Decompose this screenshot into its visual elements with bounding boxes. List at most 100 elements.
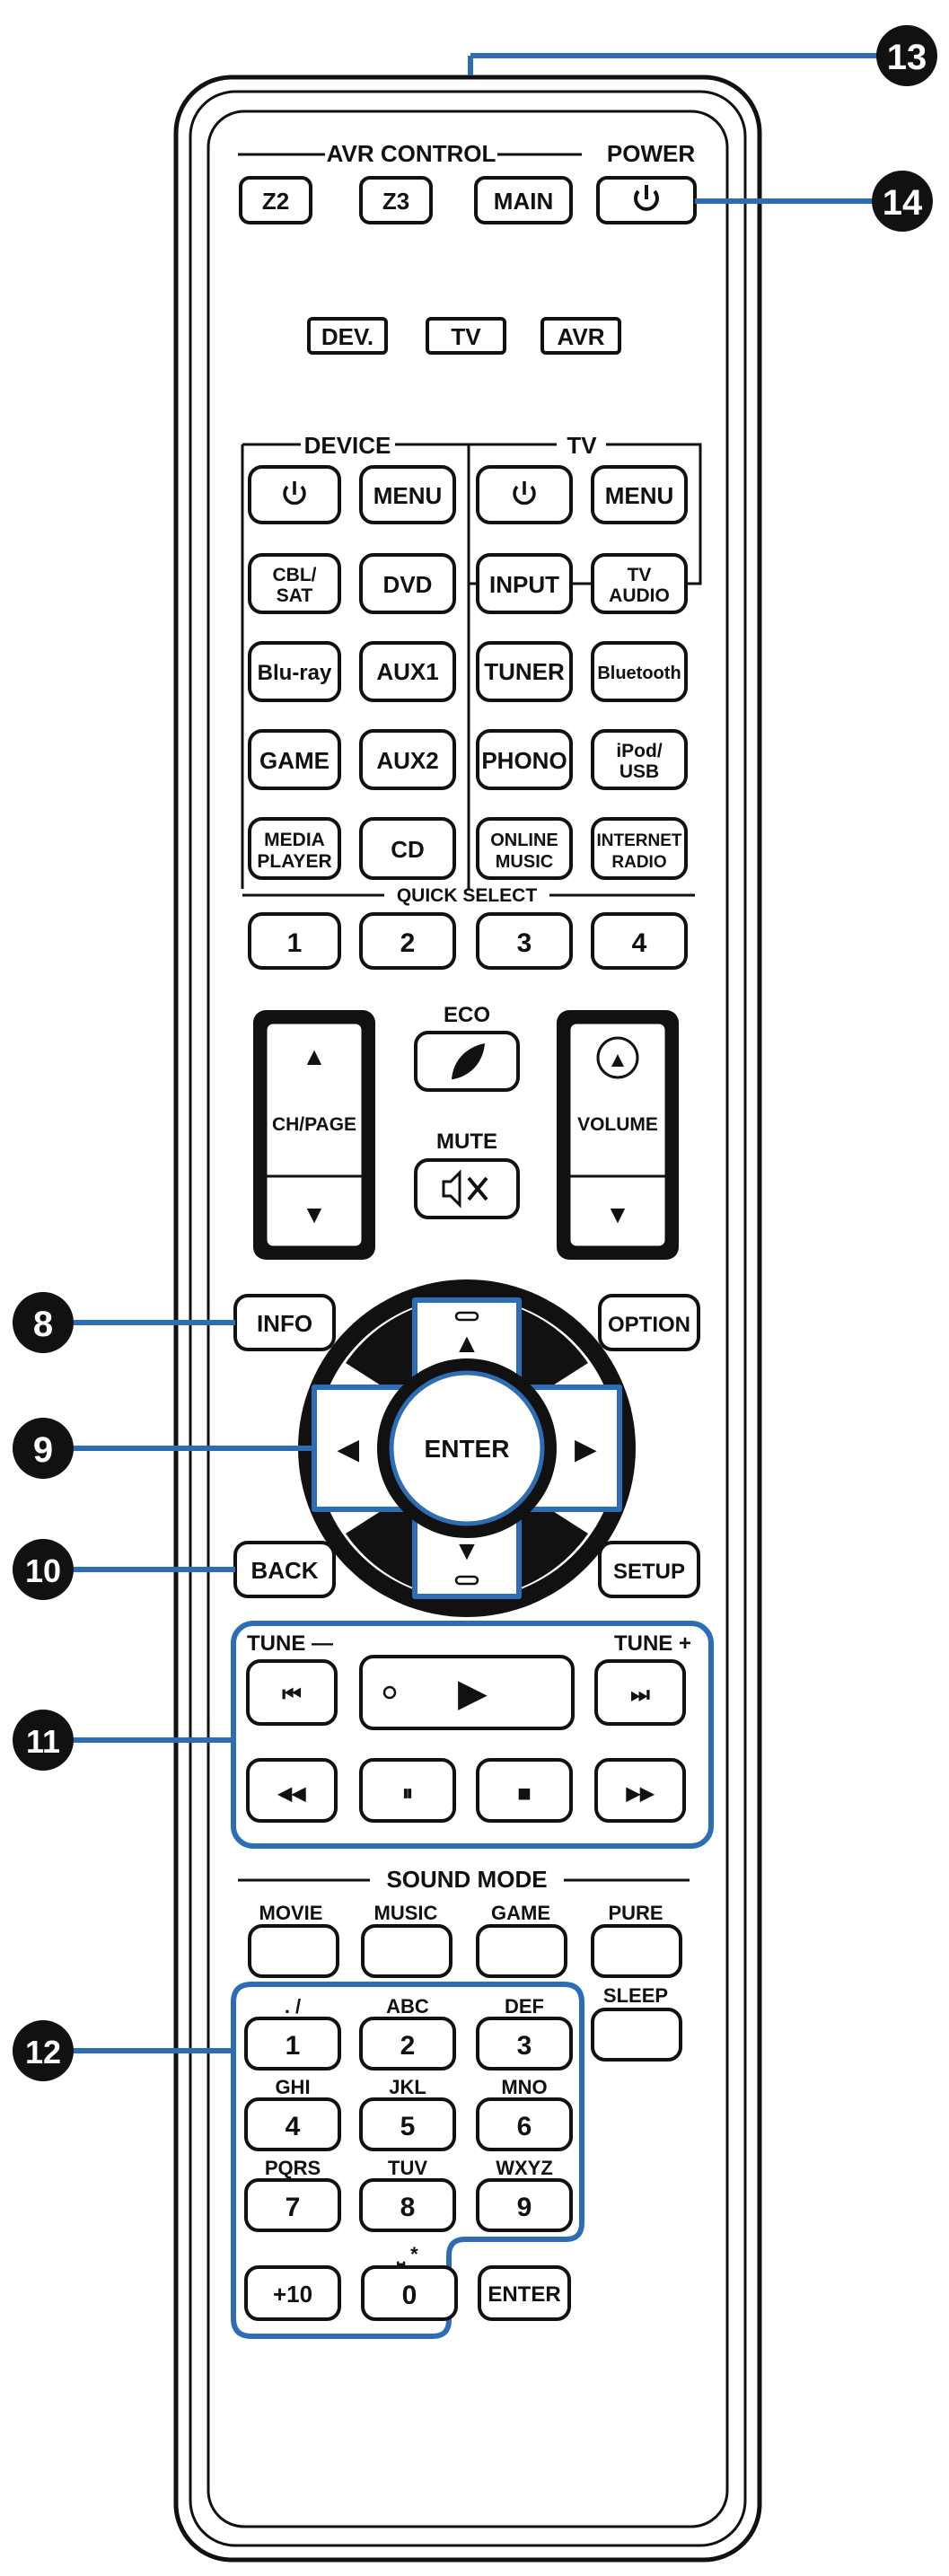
power-button[interactable] bbox=[596, 176, 697, 224]
callout-10: 10 bbox=[13, 1539, 235, 1600]
game-mode-button[interactable] bbox=[476, 1924, 567, 1978]
eco-button[interactable] bbox=[414, 1031, 520, 1092]
online-music-button[interactable]: ONLINE MUSIC bbox=[476, 817, 573, 880]
volume-down-icon[interactable]: ▼ bbox=[605, 1200, 630, 1228]
aux2-button[interactable]: AUX2 bbox=[359, 729, 456, 790]
zone2-button[interactable]: Z2 bbox=[239, 176, 312, 224]
svg-text:CBL/: CBL/ bbox=[273, 565, 317, 585]
avr-mode-button[interactable]: AVR bbox=[540, 317, 621, 355]
key-3-sublabel: DEF bbox=[505, 1995, 544, 2018]
cbl-sat-button[interactable]: CBL/ SAT bbox=[248, 553, 341, 614]
dpad-right-icon[interactable]: ▶ bbox=[574, 1435, 597, 1464]
main-zone-button[interactable]: MAIN bbox=[474, 176, 573, 224]
key-2-button[interactable]: 2 bbox=[359, 2017, 456, 2070]
key-9-button[interactable]: 9 bbox=[476, 2178, 573, 2232]
key-6-sublabel: MNO bbox=[501, 2076, 547, 2098]
quick-select-2-button[interactable]: 2 bbox=[359, 912, 456, 970]
svg-text:MENU: MENU bbox=[605, 482, 674, 509]
tv-menu-button[interactable]: MENU bbox=[591, 465, 688, 524]
play-icon: ▶ bbox=[458, 1674, 488, 1713]
volume-rocker[interactable]: ▲ VOLUME ▼ bbox=[557, 1010, 679, 1260]
key-5-button[interactable]: 5 bbox=[359, 2097, 456, 2151]
option-button[interactable]: OPTION bbox=[598, 1294, 700, 1351]
volume-label: VOLUME bbox=[577, 1114, 658, 1135]
key-4-button[interactable]: 4 bbox=[244, 2097, 341, 2151]
svg-text:PLAYER: PLAYER bbox=[257, 851, 331, 872]
play-button[interactable]: ▶ bbox=[359, 1655, 575, 1730]
info-button[interactable]: INFO bbox=[233, 1294, 336, 1351]
dpad[interactable]: ENTER ▲ ▼ ◀ ▶ bbox=[298, 1279, 636, 1617]
svg-text:AUDIO: AUDIO bbox=[609, 585, 670, 606]
bluray-button[interactable]: Blu-ray bbox=[248, 641, 341, 702]
pure-button[interactable] bbox=[591, 1924, 682, 1978]
key-5-sublabel: JKL bbox=[389, 2076, 426, 2098]
tv-mode-button[interactable]: TV bbox=[426, 317, 506, 355]
music-button[interactable] bbox=[361, 1924, 453, 1978]
game-mode-label: GAME bbox=[491, 1902, 550, 1924]
key-1-sublabel: . / bbox=[285, 1995, 301, 2018]
prev-track-button[interactable]: ⏮ bbox=[246, 1659, 338, 1726]
key-3-button[interactable]: 3 bbox=[476, 2017, 573, 2070]
key-6-button[interactable]: 6 bbox=[476, 2097, 573, 2151]
zone3-button[interactable]: Z3 bbox=[359, 176, 433, 224]
tv-input-button[interactable]: INPUT bbox=[476, 553, 573, 614]
down-tactile-dot bbox=[454, 1575, 479, 1586]
stop-button[interactable]: ■ bbox=[476, 1758, 573, 1823]
svg-text:OPTION: OPTION bbox=[608, 1313, 690, 1337]
back-button[interactable]: BACK bbox=[233, 1541, 336, 1598]
dpad-left-icon[interactable]: ◀ bbox=[336, 1435, 359, 1464]
tv-audio-button[interactable]: TV AUDIO bbox=[591, 553, 688, 614]
key-0-button[interactable]: 0 bbox=[361, 2265, 458, 2321]
bluetooth-button[interactable]: Bluetooth bbox=[591, 641, 688, 702]
enter-button[interactable] bbox=[389, 1370, 545, 1526]
setup-button[interactable]: SETUP bbox=[598, 1541, 700, 1598]
device-power-button[interactable] bbox=[248, 465, 341, 524]
dvd-button[interactable]: DVD bbox=[359, 553, 456, 614]
movie-button[interactable] bbox=[248, 1924, 339, 1978]
stop-icon: ■ bbox=[517, 1780, 532, 1807]
tuner-button[interactable]: TUNER bbox=[476, 641, 573, 702]
prev-icon: ⏮ bbox=[282, 1683, 302, 1707]
music-label: MUSIC bbox=[374, 1902, 438, 1924]
ch-down-icon[interactable]: ▼ bbox=[302, 1200, 327, 1228]
mute-button[interactable] bbox=[414, 1158, 520, 1219]
key-7-button[interactable]: 7 bbox=[244, 2178, 341, 2232]
cd-button[interactable]: CD bbox=[359, 817, 456, 880]
media-player-button[interactable]: MEDIA PLAYER bbox=[248, 817, 341, 880]
tune-plus-label: TUNE + bbox=[614, 1631, 691, 1656]
keypad-enter-button[interactable]: ENTER bbox=[478, 2265, 571, 2321]
callout-14: 14 bbox=[695, 171, 933, 232]
device-label: DEVICE bbox=[304, 432, 391, 459]
key-1-button[interactable]: 1 bbox=[244, 2017, 341, 2070]
rewind-button[interactable]: ◀◀ bbox=[246, 1758, 338, 1823]
quick-select-4-button[interactable]: 4 bbox=[591, 912, 688, 970]
ipod-usb-button[interactable]: iPod/ USB bbox=[591, 729, 688, 790]
ch-up-icon[interactable]: ▲ bbox=[302, 1042, 327, 1070]
key-8-button[interactable]: 8 bbox=[359, 2178, 456, 2232]
internet-radio-button[interactable]: INTERNET RADIO bbox=[591, 817, 688, 880]
game-device-button[interactable]: GAME bbox=[248, 729, 341, 790]
dev-mode-button[interactable]: DEV. bbox=[307, 317, 388, 355]
forward-button[interactable]: ▶▶ bbox=[594, 1758, 686, 1823]
ch-page-rocker[interactable]: ▲ CH/PAGE ▼ bbox=[253, 1010, 375, 1260]
dpad-down-icon[interactable]: ▼ bbox=[453, 1536, 480, 1566]
pause-button[interactable]: ⏸ bbox=[359, 1758, 456, 1823]
volume-up-icon[interactable]: ▲ bbox=[607, 1048, 628, 1072]
aux1-button[interactable]: AUX1 bbox=[359, 641, 456, 702]
rewind-icon: ◀◀ bbox=[277, 1784, 306, 1804]
device-menu-button[interactable]: MENU bbox=[359, 465, 456, 524]
quick-select-3-button[interactable]: 3 bbox=[476, 912, 573, 970]
sleep-button[interactable] bbox=[591, 2008, 682, 2062]
phono-button[interactable]: PHONO bbox=[476, 729, 573, 790]
callout-10-label: 10 bbox=[25, 1552, 61, 1589]
volume-up-ring bbox=[596, 1036, 639, 1079]
next-track-button[interactable]: ⏭ bbox=[594, 1659, 686, 1726]
power-label: POWER bbox=[607, 140, 695, 167]
tv-power-button[interactable] bbox=[476, 465, 573, 524]
plus10-button[interactable]: +10 bbox=[244, 2265, 341, 2321]
quick-select-1-button[interactable]: 1 bbox=[248, 912, 341, 970]
play-indicator-dot bbox=[382, 1685, 397, 1700]
dpad-up-icon[interactable]: ▲ bbox=[453, 1329, 480, 1358]
svg-text:AVR: AVR bbox=[558, 323, 605, 350]
